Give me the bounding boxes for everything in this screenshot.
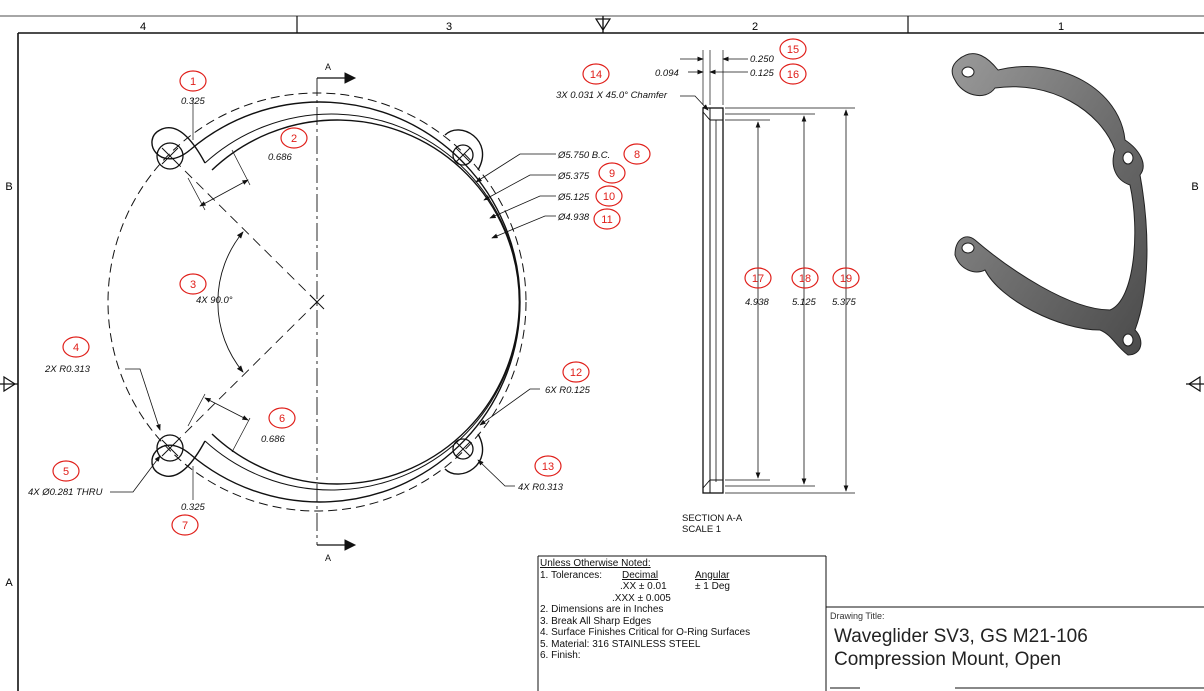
balloon-11: 11 <box>601 214 612 226</box>
dim-12: 6X R0.125 <box>545 385 591 396</box>
zone-col-4: 4 <box>140 21 146 33</box>
section-caption-2: SCALE 1 <box>682 524 721 535</box>
dim-15: 0.250 <box>750 54 774 65</box>
note-3: 3. Break All Sharp Edges <box>540 615 652 627</box>
section-letter-top: A <box>325 62 331 72</box>
balloon-8: 8 <box>634 149 640 161</box>
angular-header: Angular <box>695 569 730 581</box>
drawing-title-line-1: Waveglider SV3, GS M21-106 <box>834 626 1088 647</box>
dim-2: 0.686 <box>268 152 292 163</box>
tolerance-xx: .XX ± 0.01 <box>620 581 667 592</box>
balloon-4: 4 <box>73 342 79 354</box>
zone-col-1: 1 <box>1058 21 1064 33</box>
note-2: 2. Dimensions are in Inches <box>540 604 664 615</box>
balloon-2: 2 <box>291 133 297 145</box>
general-notes: Unless Otherwise Noted: 1. Tolerances: D… <box>540 558 830 691</box>
tolerance-angular: ± 1 Deg <box>695 581 730 592</box>
dim-18: 5.125 <box>792 297 816 308</box>
dim-5: 4X Ø0.281 THRU <box>28 487 103 498</box>
balloon-3: 3 <box>190 279 196 291</box>
dim-10: Ø5.125 <box>557 192 590 203</box>
balloons <box>52 38 860 536</box>
section-letter-bottom: A <box>325 553 331 563</box>
dim-1: 0.325 <box>181 96 205 107</box>
balloon-15: 15 <box>787 44 799 56</box>
sheet-border <box>0 15 1204 691</box>
note-6: 6. Finish: <box>540 650 581 661</box>
dim-17: 4.938 <box>745 297 769 308</box>
balloon-14: 14 <box>590 69 602 81</box>
drawing-title-label: Drawing Title: <box>830 611 885 621</box>
dimension-texts: 0.325 0.686 4X 90.0° 2X R0.313 4X Ø0.281… <box>28 54 856 513</box>
notes-header: Unless Otherwise Noted: <box>540 558 651 569</box>
dim-7: 0.325 <box>181 502 205 513</box>
balloon-5: 5 <box>63 466 69 478</box>
balloon-1: 1 <box>190 76 196 88</box>
tolerance-xxx: .XXX ± 0.005 <box>612 592 671 604</box>
note-4: 4. Surface Finishes Critical for O-Ring … <box>540 627 751 638</box>
drawing-title: Waveglider SV3, GS M21-106 Compression M… <box>834 625 1088 671</box>
dim-16: 0.125 <box>750 68 774 79</box>
dim-11: Ø4.938 <box>557 212 590 223</box>
balloon-18: 18 <box>799 273 811 285</box>
dim-13: 4X R0.313 <box>518 482 564 493</box>
title-block-frame <box>537 555 1204 691</box>
balloon-9: 9 <box>609 168 615 180</box>
dim-3: 4X 90.0° <box>196 295 233 306</box>
dim-19: 5.375 <box>832 297 856 308</box>
balloon-6: 6 <box>279 413 285 425</box>
front-view <box>107 72 556 551</box>
tolerance-label: 1. Tolerances: <box>540 569 603 581</box>
zone-row-a-left: A <box>5 577 13 589</box>
balloon-7: 7 <box>182 520 188 532</box>
dim-8: Ø5.750 B.C. <box>557 150 610 161</box>
dim-094: 0.094 <box>655 68 679 79</box>
note-5: 5. Material: 316 STAINLESS STEEL <box>540 638 701 650</box>
zone-col-2: 2 <box>752 21 758 33</box>
drawing-title-line-2: Compression Mount, Open <box>834 649 1062 670</box>
zone-col-3: 3 <box>446 21 452 33</box>
balloon-13: 13 <box>542 461 554 473</box>
dim-4: 2X R0.313 <box>44 364 91 375</box>
dim-6: 0.686 <box>261 434 285 445</box>
balloon-16: 16 <box>787 69 799 81</box>
zone-row-b-left: B <box>5 181 12 193</box>
zone-row-b-right: B <box>1191 181 1198 193</box>
balloon-19: 19 <box>840 273 852 285</box>
decimal-header: Decimal <box>622 569 659 581</box>
dim-14: 3X 0.031 X 45.0° Chamfer <box>556 90 668 101</box>
section-view <box>680 50 855 494</box>
dim-9: Ø5.375 <box>557 171 590 182</box>
balloon-numbers: 1 2 3 4 5 6 7 8 9 10 11 12 13 14 15 16 1… <box>63 44 852 532</box>
isometric-view <box>951 53 1148 356</box>
section-caption-1: SECTION A-A <box>682 513 743 524</box>
balloon-12: 12 <box>570 367 582 379</box>
balloon-17: 17 <box>752 273 764 285</box>
balloon-10: 10 <box>603 191 615 203</box>
